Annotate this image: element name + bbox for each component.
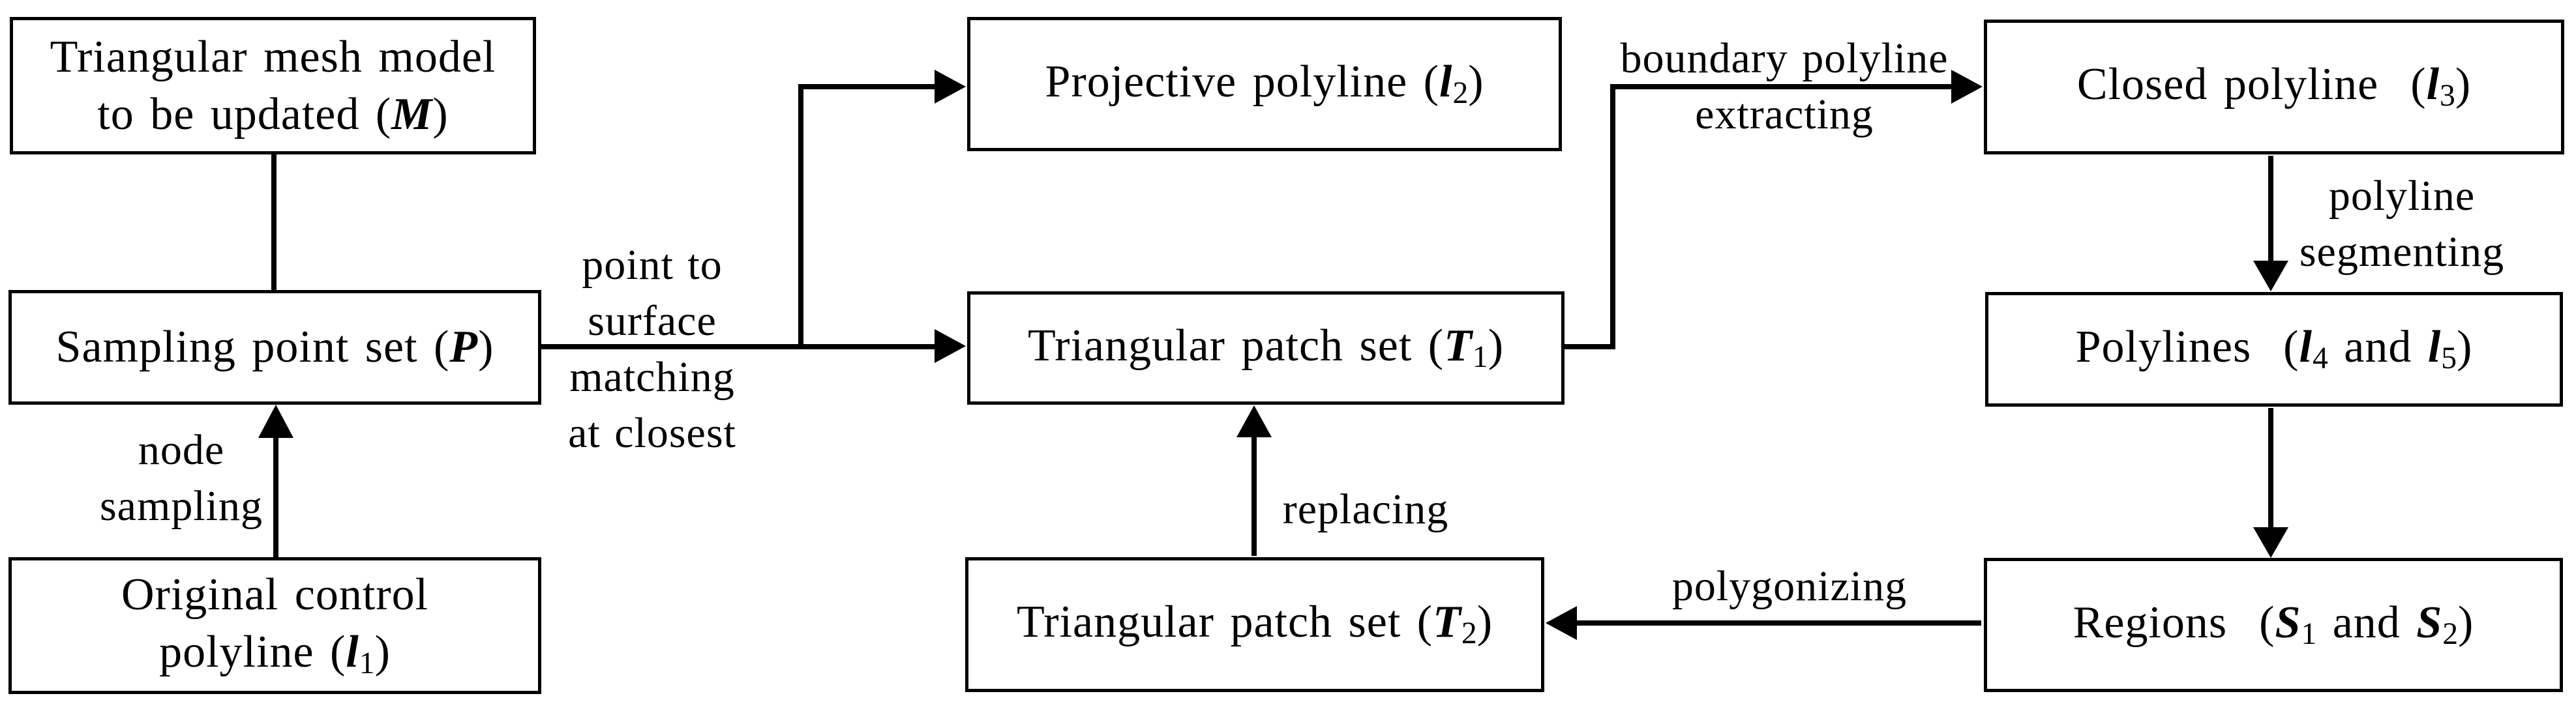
- arrow-points-to-projective-shaft: [798, 84, 936, 349]
- box-polylines-label: Polylines (l4 and l5): [2075, 321, 2473, 375]
- box-triangular-patch-set-1: Triangular patch set (T1): [967, 291, 1565, 405]
- box-closed-polyline: Closed polyline (l3): [1984, 20, 2564, 154]
- arrow-boundary-extracting-shaft: [1563, 84, 1955, 349]
- box-triangular-patch-set-1-label: Triangular patch set (T1): [1028, 320, 1504, 374]
- box-regions-label: Regions (S1 and S2): [2073, 597, 2474, 651]
- arrow-boundary-extracting-head-icon: [1951, 70, 1983, 104]
- box-sampling-point-set-label: Sampling point set (P): [55, 322, 494, 372]
- arrow-polyline-segmenting-head-icon: [2253, 261, 2288, 291]
- edge-label-replacing: replacing: [1282, 486, 1449, 533]
- arrow-points-to-patchset1-head-icon: [935, 329, 966, 363]
- box-closed-polyline-label: Closed polyline (l3): [2076, 59, 2472, 113]
- box-projective-polyline: Projective polyline (l2): [967, 17, 1562, 151]
- box-polylines: Polylines (l4 and l5): [1985, 292, 2563, 407]
- box-triangular-patch-set-2: Triangular patch set (T2): [965, 557, 1544, 692]
- box-regions: Regions (S1 and S2): [1984, 558, 2563, 692]
- arrow-polygonizing-head-icon: [1546, 606, 1577, 640]
- arrow-node-sampling-head-icon: [258, 405, 293, 438]
- box-triangular-patch-set-2-label: Triangular patch set (T2): [1017, 597, 1493, 651]
- arrow-replacing-head-icon: [1236, 405, 1272, 437]
- box-sampling-point-set: Sampling point set (P): [8, 290, 541, 405]
- arrow-points-to-projective-head-icon: [935, 70, 966, 104]
- arrow-polylines-to-regions-head-icon: [2253, 527, 2288, 558]
- edge-label-polygonizing: polygonizing: [1671, 562, 1908, 610]
- box-projective-polyline-label: Projective polyline (l2): [1045, 56, 1484, 110]
